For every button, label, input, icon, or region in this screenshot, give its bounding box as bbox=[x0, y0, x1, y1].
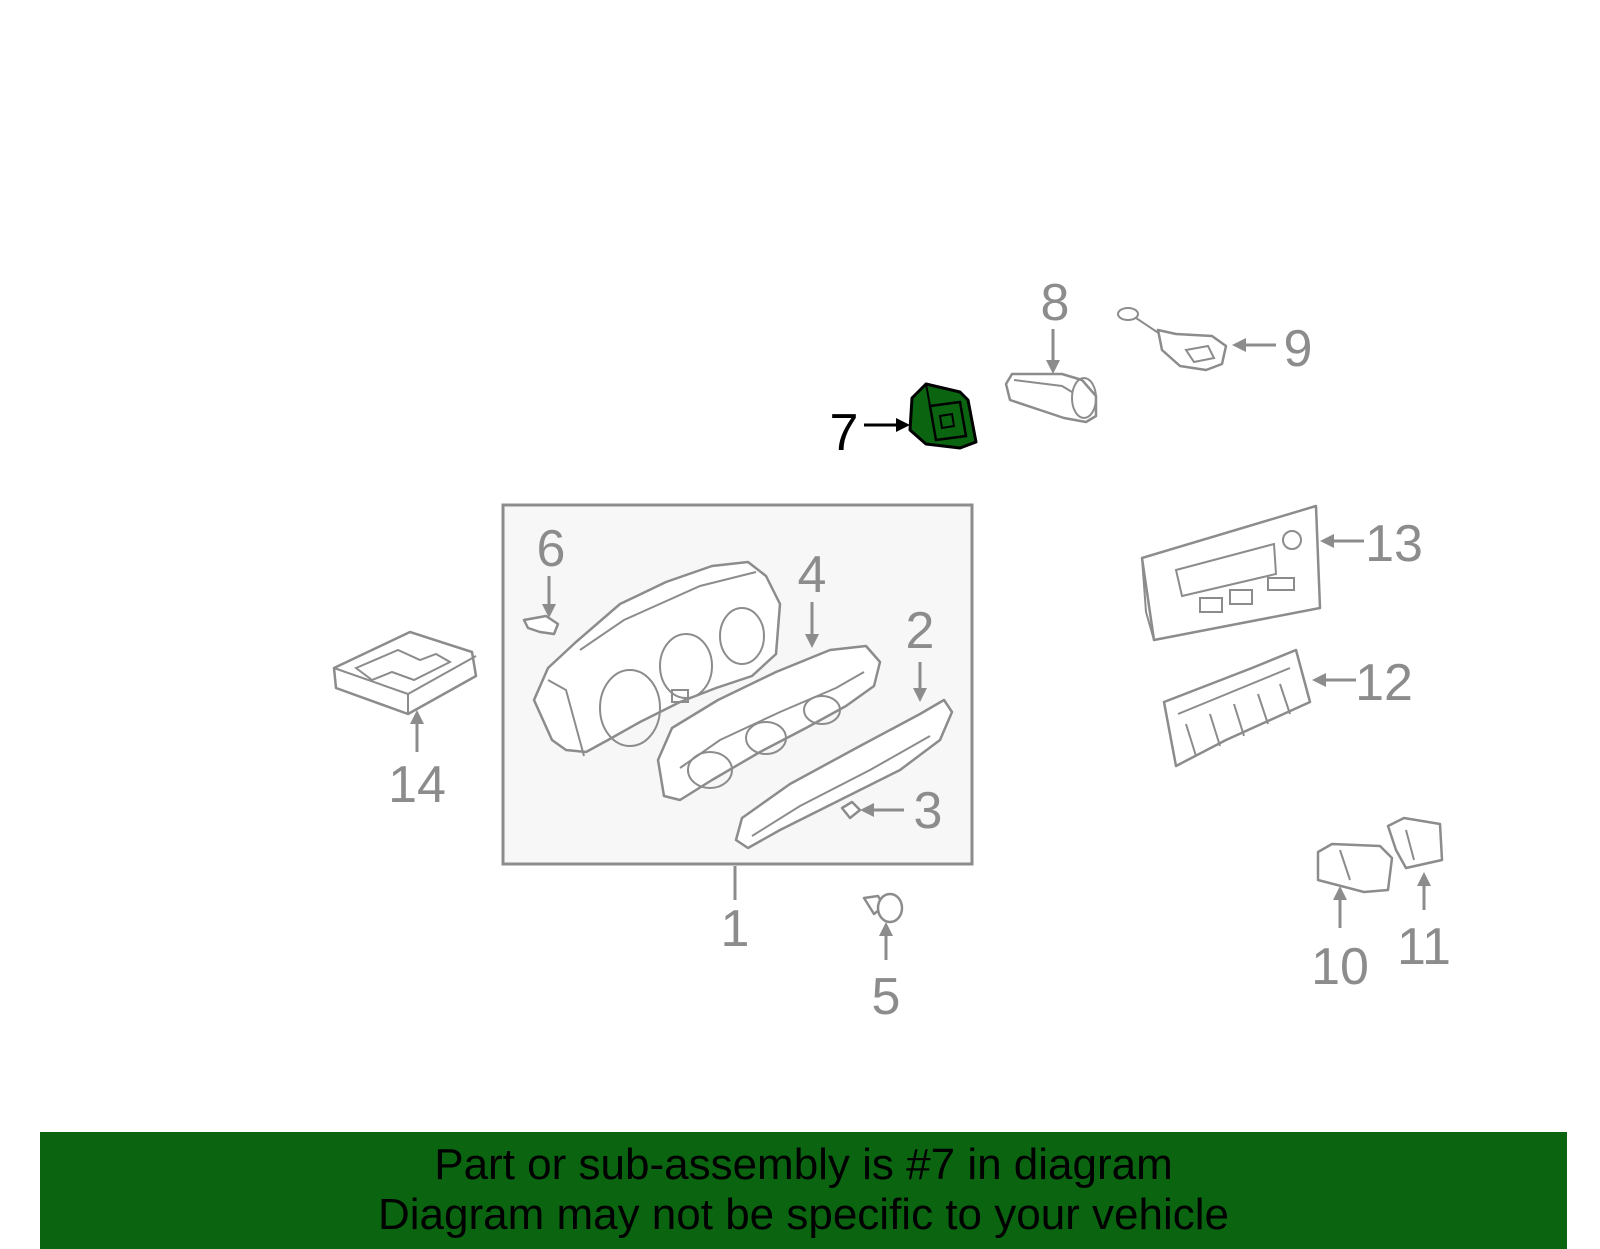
callout-arrow-9 bbox=[1232, 338, 1276, 352]
callout-arrow-4 bbox=[805, 602, 819, 648]
callout-label-5: 5 bbox=[872, 968, 901, 1026]
callout-arrow-6 bbox=[542, 576, 556, 618]
callout-label-10: 10 bbox=[1311, 938, 1369, 996]
callout-label-9: 9 bbox=[1284, 320, 1313, 378]
callout-label-11: 11 bbox=[1397, 918, 1451, 976]
callout-label-6: 6 bbox=[537, 520, 566, 578]
part-13 bbox=[1140, 504, 1322, 642]
part-2 bbox=[734, 698, 954, 850]
part-6 bbox=[522, 614, 560, 636]
callout-arrow-10 bbox=[1333, 886, 1347, 928]
callout-arrow-14 bbox=[410, 710, 424, 752]
part-11 bbox=[1386, 816, 1444, 870]
callout-label-2: 2 bbox=[906, 602, 935, 660]
part-4 bbox=[656, 644, 882, 802]
callout-arrow-3 bbox=[860, 803, 904, 817]
banner-line-2: Diagram may not be specific to your vehi… bbox=[377, 1190, 1230, 1239]
part-12 bbox=[1162, 648, 1312, 768]
part-10 bbox=[1316, 842, 1394, 894]
callout-arrow-13 bbox=[1320, 534, 1364, 548]
callout-label-13: 13 bbox=[1365, 515, 1423, 573]
callout-label-1: 1 bbox=[721, 900, 750, 958]
part-8 bbox=[1004, 372, 1098, 424]
callout-label-8: 8 bbox=[1041, 274, 1070, 332]
callout-label-4: 4 bbox=[798, 546, 827, 604]
callout-arrow-12 bbox=[1312, 673, 1356, 687]
part-9 bbox=[1117, 307, 1228, 372]
callout-arrow-11 bbox=[1417, 872, 1431, 910]
callout-arrow-2 bbox=[913, 662, 927, 702]
callout-label-7[interactable]: 7 bbox=[830, 404, 859, 462]
info-banner: Part or sub-assembly is #7 in diagram Di… bbox=[40, 1132, 1567, 1249]
part-1-cluster bbox=[532, 560, 782, 757]
part-14 bbox=[332, 630, 478, 716]
banner-line-1: Part or sub-assembly is #7 in diagram bbox=[434, 1140, 1173, 1189]
callout-label-14: 14 bbox=[388, 756, 446, 814]
part-5 bbox=[862, 892, 904, 924]
callout-arrow-5 bbox=[879, 922, 893, 960]
part-7-highlighted[interactable] bbox=[908, 382, 978, 450]
callout-label-3: 3 bbox=[914, 782, 943, 840]
callout-arrow-7 bbox=[864, 418, 910, 432]
callout-arrow-8 bbox=[1046, 329, 1060, 374]
callout-label-12: 12 bbox=[1355, 654, 1413, 712]
